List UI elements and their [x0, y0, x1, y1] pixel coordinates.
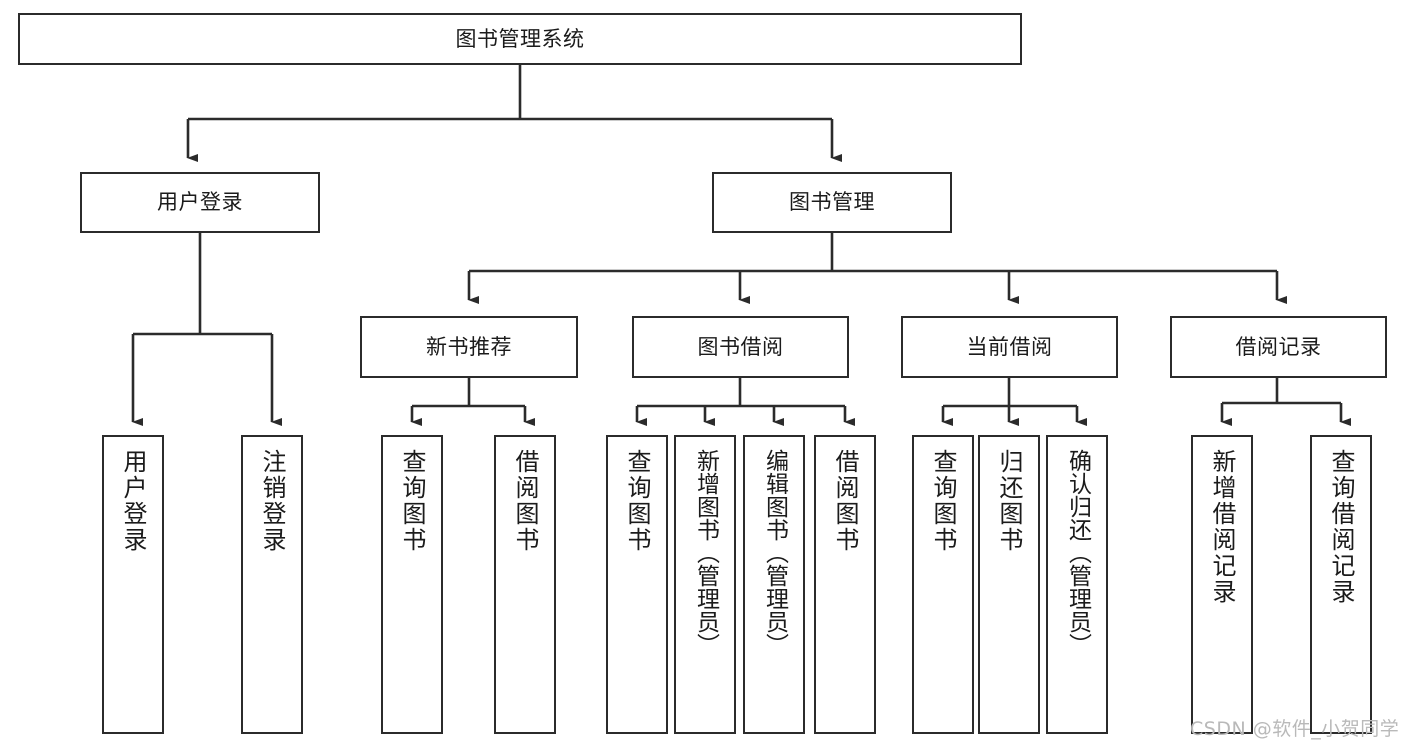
node-leaf-query-record-label: 查询借阅记录 [1327, 449, 1355, 605]
node-leaf-edit-book-label: 编辑图书（管理员） [761, 449, 788, 656]
node-new-book-rec[interactable]: 新书推荐 [360, 316, 578, 378]
node-user-login[interactable]: 用户登录 [80, 172, 320, 233]
node-new-book-rec-label: 新书推荐 [426, 334, 512, 359]
node-borrow-record-label: 借阅记录 [1235, 334, 1322, 359]
node-leaf-user-login-label: 用户登录 [119, 449, 147, 553]
node-book-manage-label: 图书管理 [789, 190, 875, 215]
node-leaf-add-book[interactable]: 新增图书（管理员） [674, 435, 736, 734]
node-leaf-query-book-3-label: 查询图书 [929, 449, 957, 553]
node-leaf-user-login[interactable]: 用户登录 [102, 435, 164, 734]
node-current-borrow[interactable]: 当前借阅 [901, 316, 1118, 378]
node-leaf-query-book-1[interactable]: 查询图书 [381, 435, 443, 734]
node-borrow-record[interactable]: 借阅记录 [1170, 316, 1387, 378]
node-leaf-borrow-book-2[interactable]: 借阅图书 [814, 435, 876, 734]
node-leaf-return-book-label: 归还图书 [995, 449, 1023, 553]
node-leaf-query-book-2-label: 查询图书 [623, 449, 651, 553]
node-leaf-edit-book[interactable]: 编辑图书（管理员） [743, 435, 805, 734]
node-leaf-add-record-label: 新增借阅记录 [1208, 449, 1236, 605]
node-root[interactable]: 图书管理系统 [18, 13, 1022, 65]
node-user-login-label: 用户登录 [157, 190, 243, 215]
node-leaf-borrow-book-2-label: 借阅图书 [831, 449, 859, 553]
node-root-label: 图书管理系统 [455, 26, 585, 51]
node-leaf-borrow-book-1[interactable]: 借阅图书 [494, 435, 556, 734]
node-leaf-confirm-return[interactable]: 确认归还（管理员） [1046, 435, 1108, 734]
node-leaf-query-book-2[interactable]: 查询图书 [606, 435, 668, 734]
node-leaf-logout-label: 注销登录 [258, 449, 286, 553]
node-book-borrow[interactable]: 图书借阅 [632, 316, 849, 378]
node-leaf-borrow-book-1-label: 借阅图书 [511, 449, 539, 553]
node-leaf-add-record[interactable]: 新增借阅记录 [1191, 435, 1253, 734]
node-leaf-logout[interactable]: 注销登录 [241, 435, 303, 734]
node-leaf-return-book[interactable]: 归还图书 [978, 435, 1040, 734]
node-leaf-query-book-3[interactable]: 查询图书 [912, 435, 974, 734]
node-current-borrow-label: 当前借阅 [966, 334, 1053, 359]
node-leaf-query-record[interactable]: 查询借阅记录 [1310, 435, 1372, 734]
node-leaf-confirm-return-label: 确认归还（管理员） [1064, 449, 1091, 656]
csdn-watermark: CSDN @软件_小贺同学 [1190, 718, 1400, 740]
node-leaf-add-book-label: 新增图书（管理员） [692, 449, 719, 656]
node-leaf-query-book-1-label: 查询图书 [398, 449, 426, 553]
node-book-borrow-label: 图书借阅 [697, 334, 784, 359]
node-book-manage[interactable]: 图书管理 [712, 172, 952, 233]
